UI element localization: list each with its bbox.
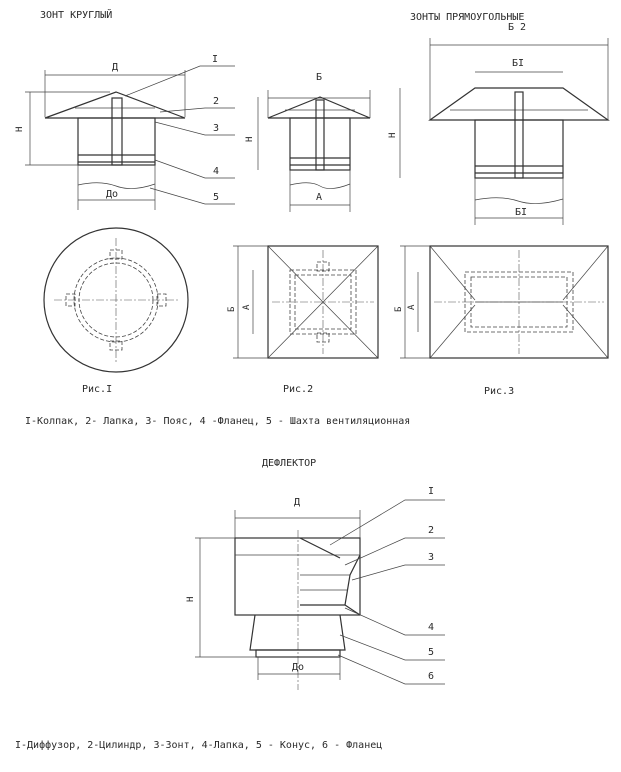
dim-H: Н bbox=[15, 127, 25, 132]
dim-Do: Дo bbox=[106, 189, 118, 200]
dim-B: Б bbox=[394, 307, 404, 312]
callout-2: 2 bbox=[428, 525, 434, 536]
callout-5: 5 bbox=[213, 192, 219, 203]
legend-deflector: I-Диффузор, 2-Цилиндр, 3-Зонт, 4-Лапка, … bbox=[15, 739, 382, 751]
dim-D: Д bbox=[294, 497, 300, 508]
callout-1: I bbox=[212, 54, 218, 65]
dim-A: А bbox=[316, 192, 322, 203]
dim-Do: Дo bbox=[292, 662, 304, 673]
dim-B1: БI bbox=[512, 58, 524, 69]
callout-6: 6 bbox=[428, 671, 434, 682]
title-rect-umbrellas: ЗОНТЫ ПРЯМОУГОЛЬНЫЕ bbox=[410, 12, 524, 23]
dim-H: Н bbox=[186, 597, 196, 602]
caption-fig2: Рис.2 bbox=[283, 384, 313, 395]
deflector-view: Д Дo Н I 2 3 4 5 6 bbox=[186, 486, 445, 690]
dim-H: Н bbox=[245, 137, 255, 142]
dim-B1: БI bbox=[515, 207, 527, 218]
callout-5: 5 bbox=[428, 647, 434, 658]
legend-umbrella: I-Колпак, 2- Лапка, 3- Пояс, 4 -Фланец, … bbox=[25, 416, 410, 427]
fig3-side-view: Б 2 БI БI Н bbox=[388, 22, 610, 225]
fig3-plan-view: Б А bbox=[394, 245, 609, 359]
fig2-plan-view: Б А bbox=[227, 245, 379, 359]
dim-A: А bbox=[242, 304, 252, 310]
title-round-umbrella: ЗОНТ КРУГЛЫЙ bbox=[40, 8, 112, 21]
caption-fig3: Рис.3 bbox=[484, 386, 514, 397]
dim-B: Б bbox=[227, 307, 237, 312]
dim-H: Н bbox=[388, 133, 398, 138]
callout-1: I bbox=[428, 486, 434, 497]
callout-4: 4 bbox=[428, 622, 434, 633]
callout-3: 3 bbox=[428, 552, 434, 563]
dim-D: Д bbox=[112, 62, 118, 73]
callout-4: 4 bbox=[213, 166, 219, 177]
callout-2: 2 bbox=[213, 96, 219, 107]
fig2-side-view: Б А Н bbox=[245, 72, 371, 212]
dim-B: Б bbox=[316, 72, 322, 83]
title-deflector: ДЕФЛЕКТОР bbox=[262, 458, 316, 469]
fig1-plan-view bbox=[43, 227, 189, 373]
caption-fig1: Рис.I bbox=[82, 384, 112, 395]
callout-3: 3 bbox=[213, 123, 219, 134]
dim-B2: Б 2 bbox=[508, 22, 526, 33]
dim-A: А bbox=[407, 304, 417, 310]
fig1-side-view: Д Дo Н I 2 3 4 5 bbox=[15, 54, 235, 210]
